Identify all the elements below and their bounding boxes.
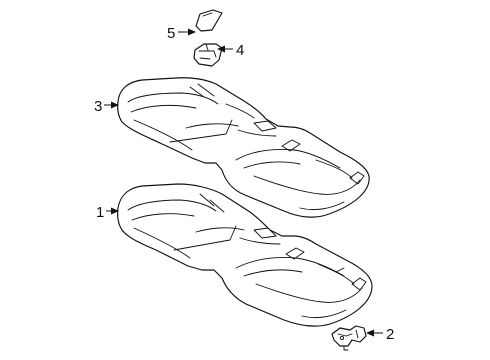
part-4-bracket[interactable] [193,43,223,67]
callout-4-arrowhead [217,45,225,53]
part-5-cover[interactable] [195,9,223,32]
callout-1: 1 [96,204,119,221]
callout-5-arrowhead [188,28,196,36]
callout-2: 2 [366,326,394,343]
callout-4: 4 [217,42,244,59]
callout-1-label: 1 [96,204,104,221]
callout-1-arrowhead [111,207,119,215]
callout-5-label: 5 [167,25,175,42]
part-2-latch[interactable] [331,325,367,351]
callout-2-label: 2 [386,326,394,343]
part-1-seat-cushion[interactable] [117,183,373,327]
callout-2-arrowhead [366,329,374,337]
callout-5: 5 [167,25,196,42]
part-3-seat-cover[interactable] [117,77,370,218]
callout-4-label: 4 [236,42,244,59]
callout-3-arrowhead [111,101,119,109]
callout-3-label: 3 [94,98,102,115]
callout-3: 3 [94,98,119,115]
